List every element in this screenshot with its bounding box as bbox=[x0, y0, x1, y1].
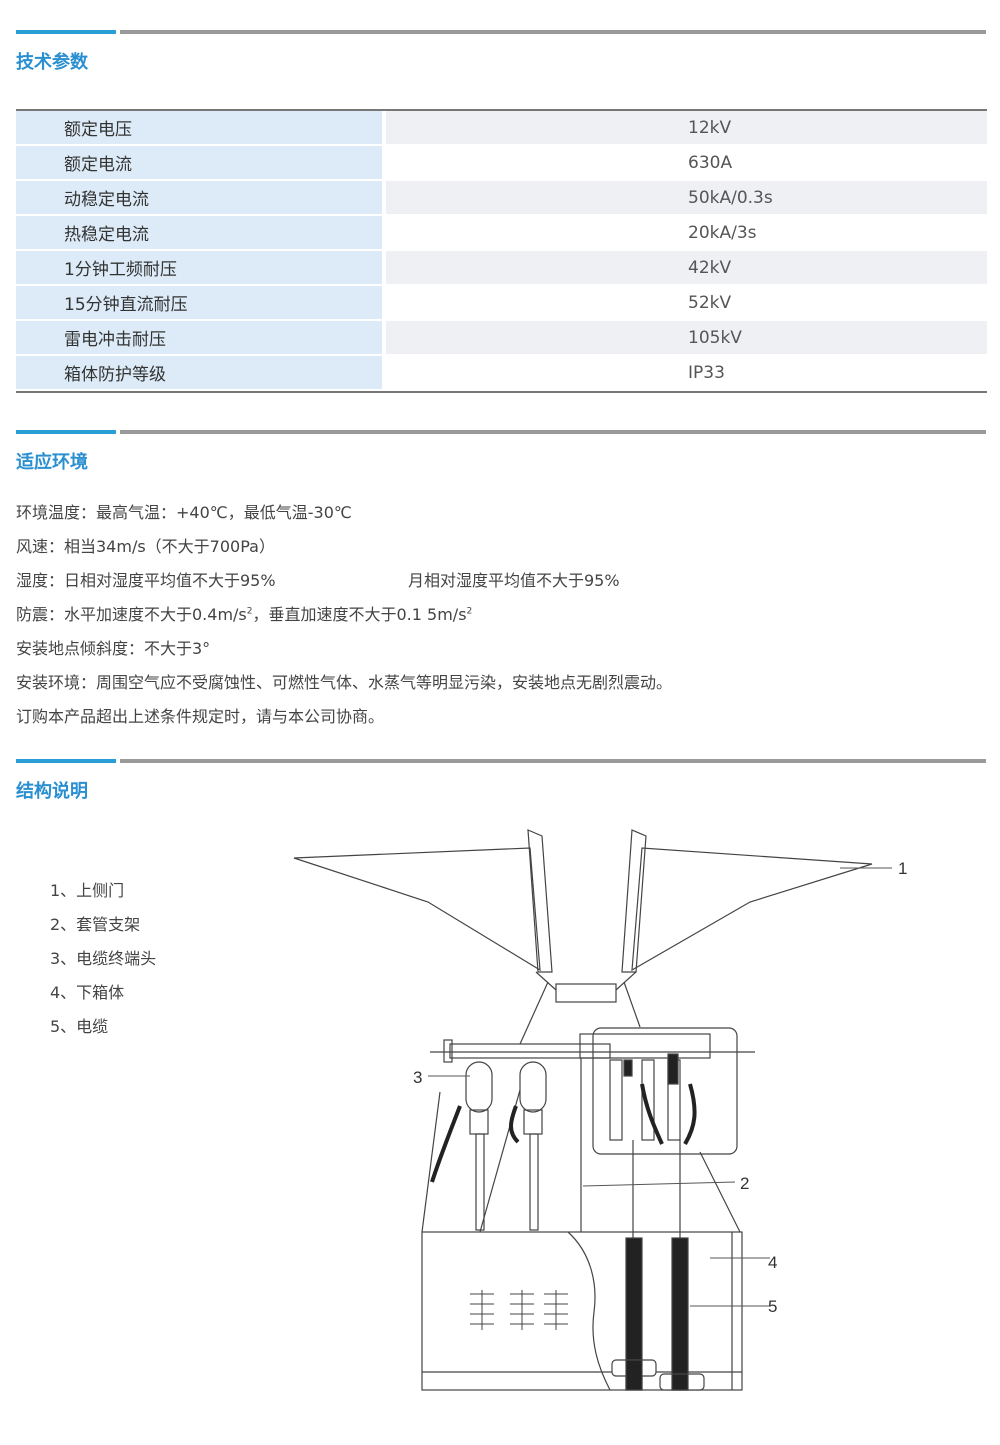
param-name: 1分钟工频耐压 bbox=[16, 251, 386, 286]
quake-sup: 2 bbox=[246, 606, 253, 617]
param-name: 额定电压 bbox=[16, 111, 386, 146]
section-rule-struct bbox=[16, 759, 986, 763]
param-value: 42kV bbox=[386, 251, 987, 286]
param-value: 105kV bbox=[386, 321, 987, 356]
callout-2: 2 bbox=[740, 1174, 749, 1193]
env-quake: 防震：水平加速度不大于0.4m/s2，垂直加速度不大于0.1 5m/s2 bbox=[16, 601, 472, 625]
legend-list: 1、上侧门 2、套管支架 3、电缆终端头 4、下箱体 5、电缆 bbox=[50, 878, 156, 1048]
lower-box bbox=[421, 1231, 743, 1391]
param-value: 12kV bbox=[386, 111, 987, 146]
callout-5: 5 bbox=[768, 1297, 777, 1316]
rule-line bbox=[120, 30, 986, 34]
quake-sup: 2 bbox=[466, 606, 473, 617]
callout-4: 4 bbox=[768, 1253, 777, 1272]
legend-item: 4、下箱体 bbox=[50, 983, 125, 1002]
quake-vertical: ，垂直加速度不大于0.1 5m/s bbox=[252, 605, 467, 624]
env-humidity-month: 月相对湿度平均值不大于95% bbox=[408, 571, 620, 590]
struct-title: 结构说明 bbox=[16, 781, 88, 802]
cable bbox=[611, 1140, 705, 1391]
param-value: 630A bbox=[386, 146, 987, 181]
callout-1: 1 bbox=[898, 859, 907, 878]
env-humidity-day: 湿度：日相对湿度平均值不大于95% bbox=[16, 571, 276, 590]
env-install: 安装环境：周围空气应不受腐蚀性、可燃性气体、水蒸气等明显污染，安装地点无剧烈震动… bbox=[16, 673, 673, 692]
env-temperature: 环境温度：最高气温：+40℃，最低气温-30℃ bbox=[16, 503, 352, 522]
structure-diagram: 1 2 3 4 5 bbox=[293, 829, 907, 1391]
callout-3: 3 bbox=[413, 1068, 422, 1087]
param-value: 20kA/3s bbox=[386, 216, 987, 251]
rule-line bbox=[120, 430, 986, 434]
param-name: 热稳定电流 bbox=[16, 216, 386, 251]
upper-side-door bbox=[293, 829, 873, 973]
param-name: 雷电冲击耐压 bbox=[16, 321, 386, 356]
param-name: 动稳定电流 bbox=[16, 181, 386, 216]
param-name: 额定电流 bbox=[16, 146, 386, 181]
section-rule-env bbox=[16, 430, 986, 434]
env-wind: 风速：相当34m/s（不大于700Pa） bbox=[16, 537, 275, 556]
legend-item: 1、上侧门 bbox=[50, 881, 125, 900]
env-tilt: 安装地点倾斜度：不大于3° bbox=[16, 639, 211, 658]
param-name: 15分钟直流耐压 bbox=[16, 286, 386, 321]
legend-item: 3、电缆终端头 bbox=[50, 949, 157, 968]
rule-line bbox=[120, 759, 986, 763]
cable-terminal bbox=[430, 1053, 697, 1231]
env-title: 适应环境 bbox=[16, 452, 88, 473]
legend-item: 2、套管支架 bbox=[50, 915, 141, 934]
params-title: 技术参数 bbox=[16, 52, 88, 73]
section-rule-params bbox=[16, 30, 986, 34]
bushing-support bbox=[421, 971, 755, 1233]
param-value: 50kA/0.3s bbox=[386, 181, 987, 216]
rule-accent bbox=[16, 30, 116, 34]
callout-leaders bbox=[428, 867, 892, 1307]
env-order-note: 订购本产品超出上述条件规定时，请与本公司协商。 bbox=[16, 707, 385, 726]
param-name: 箱体防护等级 bbox=[16, 356, 386, 391]
quake-horizontal: 防震：水平加速度不大于0.4m/s bbox=[16, 605, 247, 624]
rule-accent bbox=[16, 759, 116, 763]
param-value: 52kV bbox=[386, 286, 987, 321]
param-value: IP33 bbox=[386, 356, 987, 391]
legend-item: 5、电缆 bbox=[50, 1017, 109, 1036]
rule-accent bbox=[16, 430, 116, 434]
